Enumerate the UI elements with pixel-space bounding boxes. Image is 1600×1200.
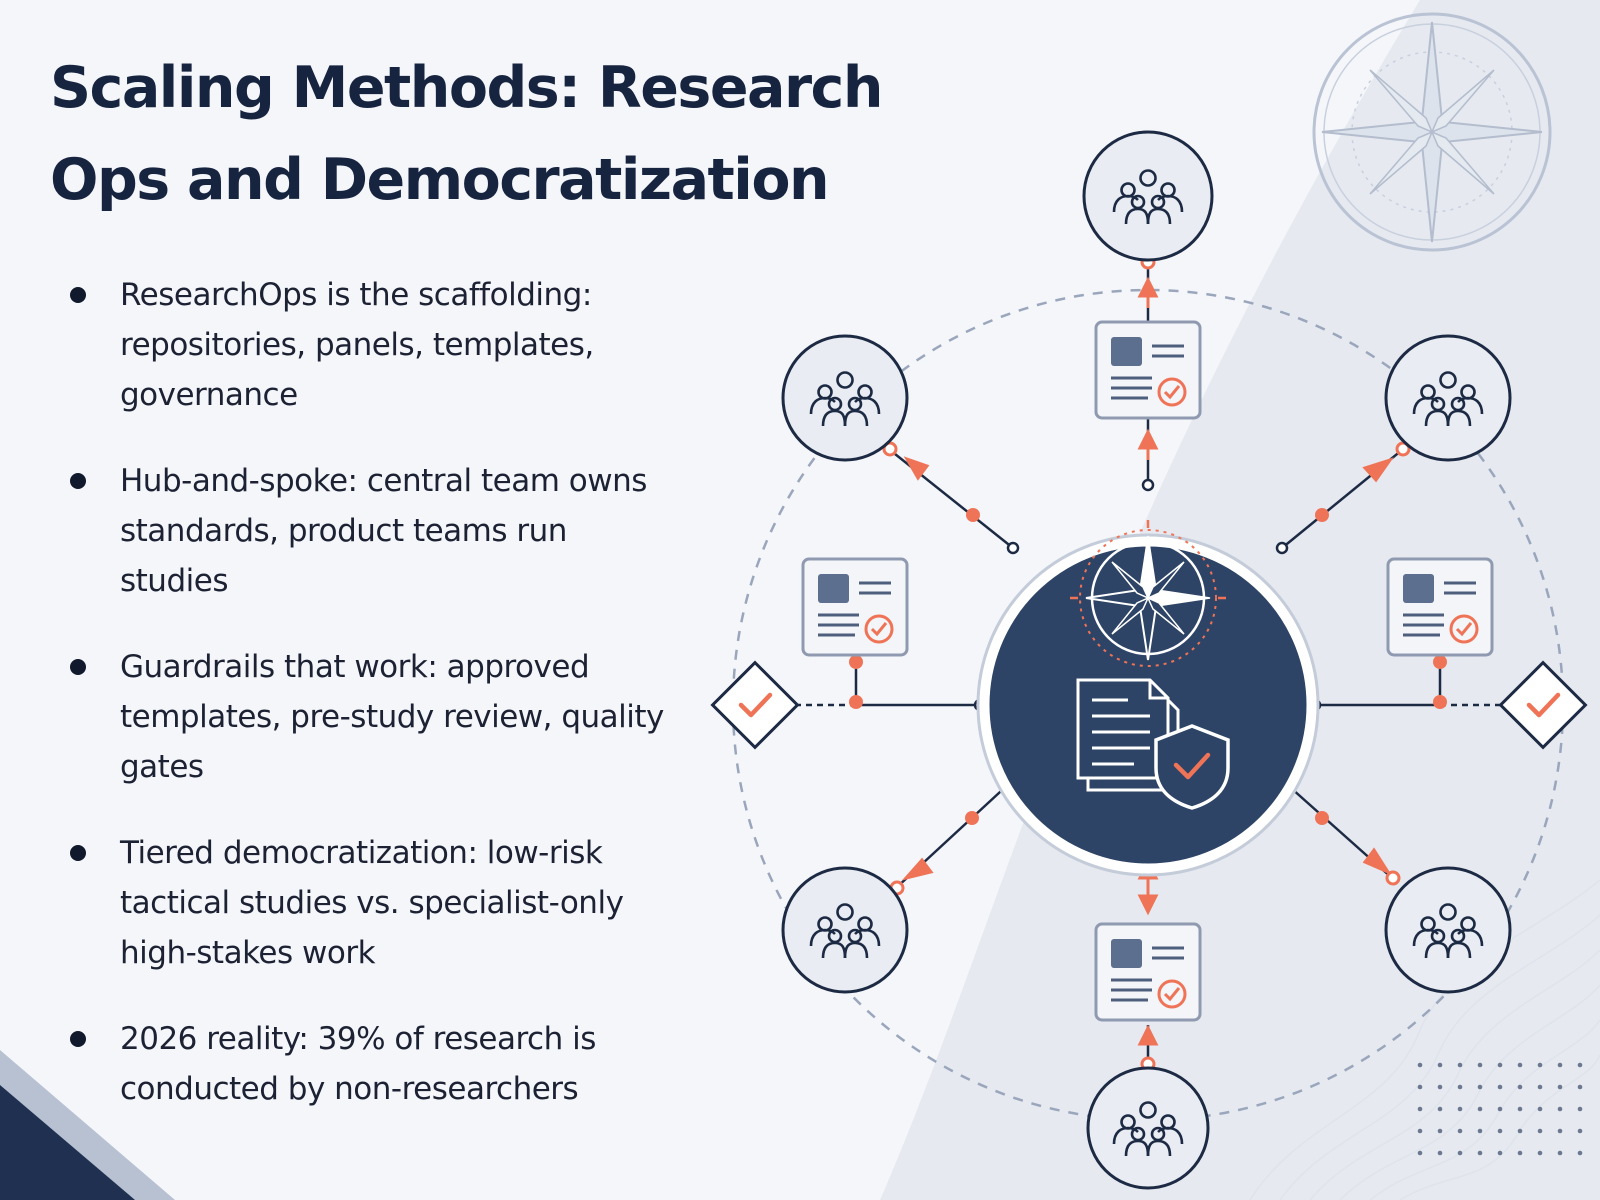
shield-check-icon (1154, 724, 1230, 810)
team-node-upper-left (781, 334, 909, 462)
grid-dot (1477, 1084, 1483, 1090)
grid-dot (1437, 1106, 1443, 1112)
grid-dot (1577, 1084, 1583, 1090)
grid-dot (1477, 1150, 1483, 1156)
grid-dot (1417, 1128, 1423, 1134)
grid-dot (1497, 1150, 1503, 1156)
approved-template-card-icon (1386, 557, 1494, 657)
approved-template-card-icon (1094, 320, 1202, 420)
connector-dots (849, 508, 1447, 825)
checkmark-diamond-icon (713, 663, 798, 748)
bullet-dot (70, 845, 86, 861)
grid-dot (1557, 1150, 1563, 1156)
grid-dot (1437, 1062, 1443, 1068)
bullet-list: ResearchOps is the scaffolding: reposito… (70, 270, 670, 1150)
grid-dot (1517, 1084, 1523, 1090)
bullet-text: Tiered democratization: low-risk tactica… (120, 835, 624, 971)
grid-dot (1477, 1062, 1483, 1068)
team-node-lower-right (1384, 866, 1512, 994)
grid-dot (1517, 1128, 1523, 1134)
bullet-text: Guardrails that work: approved templates… (120, 649, 664, 785)
grid-dot (1577, 1062, 1583, 1068)
grid-dot (1437, 1128, 1443, 1134)
bullet-text: ResearchOps is the scaffolding: reposito… (120, 277, 594, 413)
grid-dot (1517, 1106, 1523, 1112)
grid-dot (1497, 1062, 1503, 1068)
grid-dot (1417, 1062, 1423, 1068)
corner-accent-dark (0, 1085, 135, 1200)
grid-dot (1417, 1084, 1423, 1090)
grid-dot (1417, 1150, 1423, 1156)
grid-dot (1477, 1106, 1483, 1112)
bullet-text: Hub-and-spoke: central team owns standar… (120, 463, 647, 599)
grid-dot (1577, 1106, 1583, 1112)
grid-dot (1537, 1150, 1543, 1156)
bullet-item: Hub-and-spoke: central team owns standar… (70, 456, 670, 606)
dot-grid-decoration (1417, 1062, 1583, 1156)
bullet-dot (70, 473, 86, 489)
grid-dot (1577, 1128, 1583, 1134)
bullet-text: 2026 reality: 39% of research is conduct… (120, 1021, 596, 1107)
bullet-item: ResearchOps is the scaffolding: reposito… (70, 270, 670, 420)
grid-dot (1497, 1106, 1503, 1112)
grid-dot (1557, 1062, 1563, 1068)
grid-dot (1577, 1150, 1583, 1156)
grid-dot (1417, 1106, 1423, 1112)
compass-rose-icon (1312, 12, 1552, 252)
grid-dot (1457, 1150, 1463, 1156)
team-node-upper-right (1384, 334, 1512, 462)
team-node-bottom (1086, 1066, 1210, 1190)
slide-title: Scaling Methods: Research Ops and Democr… (50, 55, 883, 213)
grid-dot (1457, 1128, 1463, 1134)
grid-dot (1477, 1128, 1483, 1134)
bullet-item: Guardrails that work: approved templates… (70, 642, 670, 792)
grid-dot (1517, 1150, 1523, 1156)
bullet-dot (70, 659, 86, 675)
approved-template-card-icon (1094, 922, 1202, 1022)
bullet-dot (70, 1031, 86, 1047)
grid-dot (1457, 1084, 1463, 1090)
grid-dot (1517, 1062, 1523, 1068)
grid-dot (1437, 1084, 1443, 1090)
grid-dot (1457, 1106, 1463, 1112)
grid-dot (1437, 1150, 1443, 1156)
grid-dot (1557, 1128, 1563, 1134)
bullet-item: 2026 reality: 39% of research is conduct… (70, 1014, 670, 1114)
grid-dot (1537, 1084, 1543, 1090)
bullet-item: Tiered democratization: low-risk tactica… (70, 828, 670, 978)
checkmark-diamond-icon (1501, 663, 1586, 748)
central-hub (976, 520, 1320, 877)
grid-dot (1497, 1128, 1503, 1134)
compass-icon (1070, 520, 1226, 667)
team-node-top (1082, 130, 1214, 262)
grid-dot (1537, 1106, 1543, 1112)
grid-dot (1557, 1106, 1563, 1112)
grid-dot (1457, 1062, 1463, 1068)
approved-template-card-icon (801, 557, 909, 657)
grid-dot (1537, 1128, 1543, 1134)
grid-dot (1497, 1084, 1503, 1090)
grid-dot (1537, 1062, 1543, 1068)
team-node-lower-left (781, 866, 909, 994)
bullet-dot (70, 287, 86, 303)
grid-dot (1557, 1084, 1563, 1090)
